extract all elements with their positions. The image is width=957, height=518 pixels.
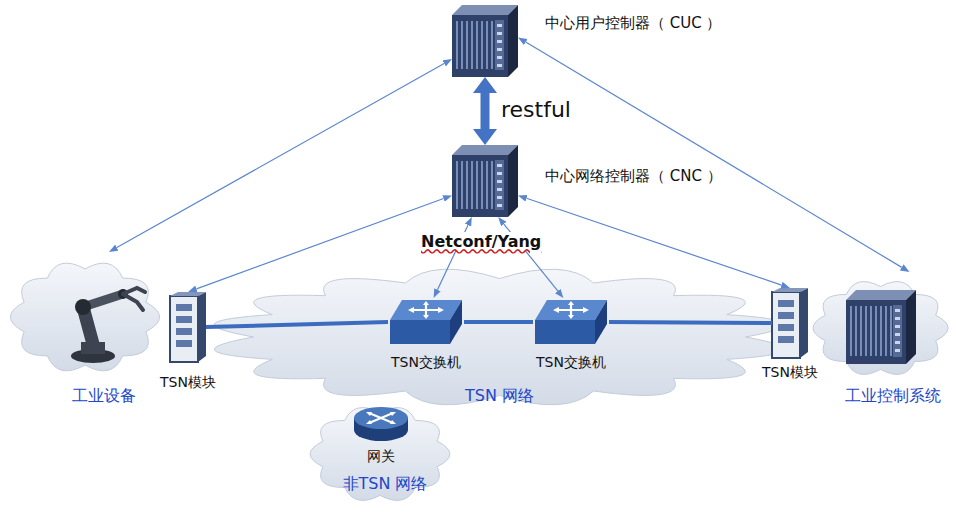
node-shape [5,252,165,382]
user-controller: 中心用户控制器（ CUC ） [452,5,518,77]
protocol-label: Netconf/Yang [418,232,544,251]
label-text: TSN模块 [762,364,818,380]
edge-label-wrap: restful [499,97,573,123]
switch-icon [535,300,607,344]
node-label: TSN交换机 [536,352,606,371]
node-shape [452,145,518,217]
control-link [526,42,902,267]
label-text: 工业控制系统 [845,386,941,405]
tsn-network-cloud: TSN 网络TSN交换机TSN交换机 [192,258,807,416]
server-icon [846,290,916,364]
node-label: 中心用户控制器（ CUC ） [545,13,721,32]
switch-icon [390,300,462,344]
network-controller: 中心网络控制器（ CNC ） [452,145,518,217]
node-label: 网关 [367,446,395,465]
label-text: 中心用户控制器（ CUC ） [545,14,721,32]
robot-arm [71,288,145,363]
node-label: TSN模块 [762,362,818,381]
node-shape [170,292,206,362]
gateway-icon [354,407,408,441]
node-label: TSN模块 [160,372,216,391]
cloud-outline [214,269,785,405]
label-text: 非TSN 网络 [343,474,428,493]
label-text: TSN交换机 [536,354,606,370]
edge-label: restful [499,97,573,122]
control-system-cloud: 工业控制系统 [808,272,953,384]
node-label: 工业设备 [72,386,136,405]
node-shape [772,288,808,358]
node-label: 工业控制系统 [845,386,941,405]
label-text: TSN模块 [160,374,216,390]
tsn-switch: TSN交换机 [388,298,464,346]
control-link [196,198,443,288]
node-shape [388,298,464,346]
label-text: 中心网络控制器（ CNC ） [545,167,722,185]
cloud-outline [310,408,450,501]
cloud-outline [813,282,948,375]
node-shape [808,272,953,384]
device-cloud: 工业设备 [5,252,165,382]
node-label: TSN交换机 [391,352,461,371]
module-icon [170,292,206,362]
node-label: 中心网络控制器（ CNC ） [545,166,722,185]
tsn-module: TSN模块 [772,288,808,358]
label-text: 工业设备 [72,386,136,405]
node-label: TSN 网络 [465,386,534,405]
label-wrap: Netconf/Yang [418,232,544,251]
control-link [117,63,444,247]
node-shape [452,5,518,77]
node-shape [533,298,609,346]
module-icon [772,288,808,358]
server-icon [452,145,518,217]
tsn-module: TSN模块 [170,292,206,362]
tsn-switch: TSN交换机 [533,298,609,346]
gateway: 网关 [352,404,410,442]
cloud-outline [10,263,159,371]
node-shape [352,404,410,442]
label-text: 网关 [367,448,395,464]
server-icon [452,5,518,77]
control-link [481,93,490,129]
non-tsn-cloud: 非TSN 网络 网关 [305,398,455,510]
label-text: TSN 网络 [465,386,534,405]
node-label: 非TSN 网络 [343,474,428,493]
label-text: TSN交换机 [391,354,461,370]
